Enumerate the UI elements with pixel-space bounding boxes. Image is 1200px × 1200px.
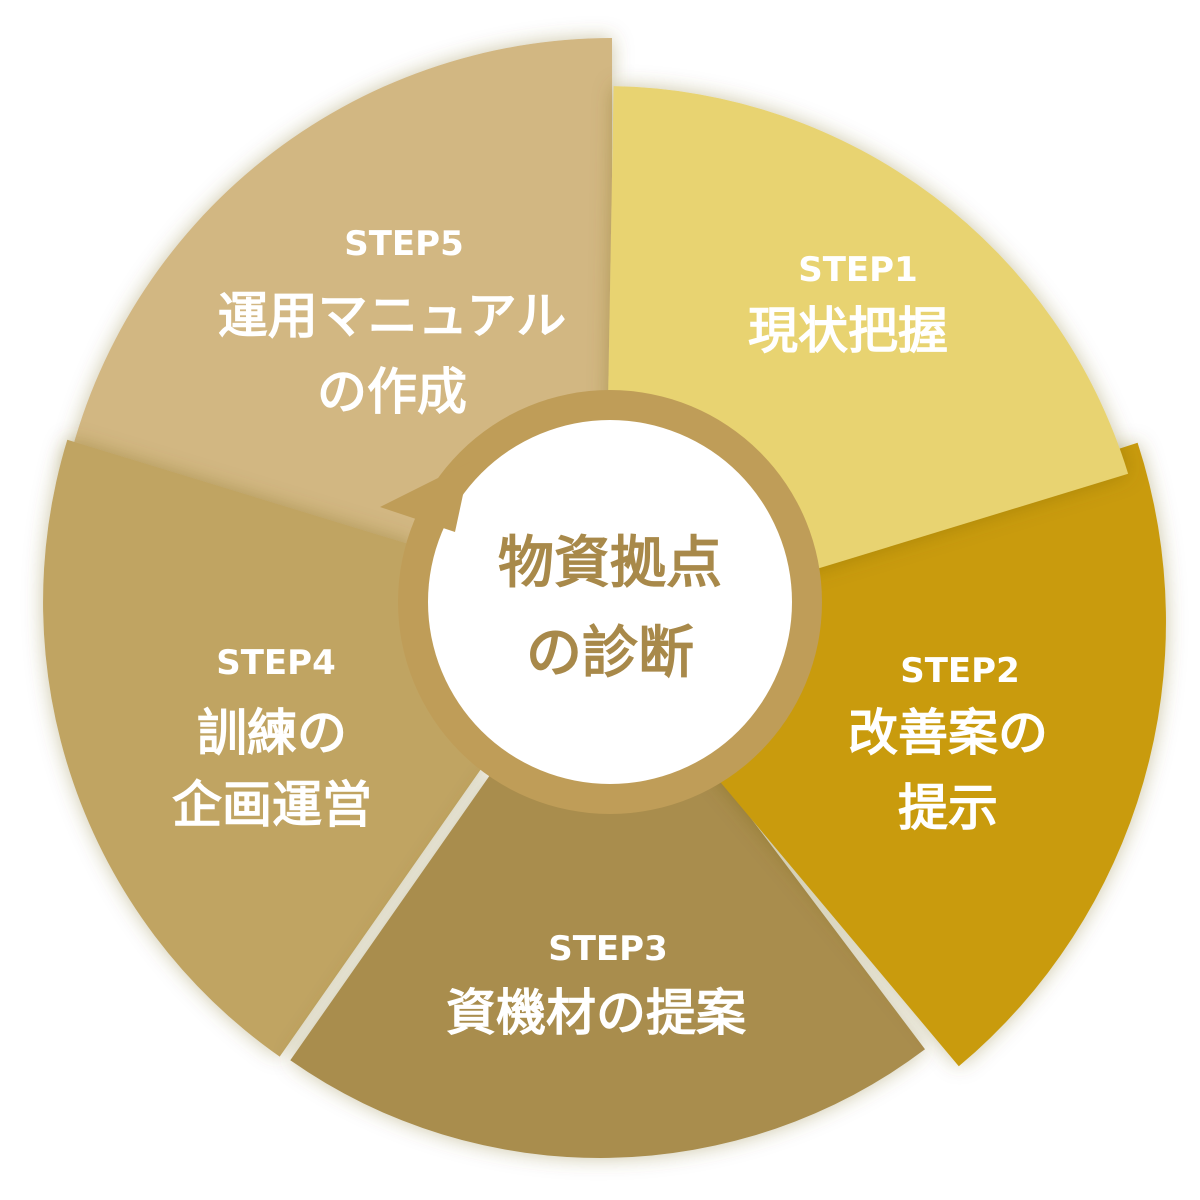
step1-label: STEP1 現状把握 xyxy=(748,250,948,360)
segment-step2 xyxy=(708,442,1166,1067)
step1-title-line-1: 現状把握 xyxy=(748,302,948,360)
step2-title-line-2: 提示 xyxy=(898,779,998,837)
segment-step4 xyxy=(43,439,490,1057)
step3-title-line-1: 資機材の提案 xyxy=(446,984,747,1042)
step5-label: STEP5 運用マニュアル の作成 xyxy=(218,224,567,421)
center-ring xyxy=(380,390,822,814)
step2-title-line-1: 改善案の xyxy=(848,704,1048,762)
step1-number: STEP1 xyxy=(798,250,917,290)
step5-number: STEP5 xyxy=(344,224,463,264)
segment-step3 xyxy=(290,769,925,1158)
step3-number: STEP3 xyxy=(548,929,667,969)
center-disc xyxy=(428,420,792,784)
center-title-line-1: 物資拠点 xyxy=(498,531,722,596)
step5-title-line-2: の作成 xyxy=(317,363,467,421)
step2-number: STEP2 xyxy=(900,651,1019,691)
segments xyxy=(43,38,1166,1158)
center-title-line-2: の診断 xyxy=(526,621,694,686)
segment-step5 xyxy=(66,38,612,556)
cycle-arrow-icon xyxy=(380,462,470,532)
step4-number: STEP4 xyxy=(216,643,335,683)
step4-label: STEP4 訓練の 企画運営 xyxy=(172,643,372,834)
step4-title-line-2: 企画運営 xyxy=(172,776,372,834)
step2-label: STEP2 改善案の 提示 xyxy=(848,651,1048,837)
center-title: 物資拠点 の診断 xyxy=(498,531,722,686)
step3-label: STEP3 資機材の提案 xyxy=(446,929,747,1042)
step5-title-line-1: 運用マニュアル xyxy=(218,287,567,345)
step4-title-line-1: 訓練の xyxy=(197,704,347,762)
